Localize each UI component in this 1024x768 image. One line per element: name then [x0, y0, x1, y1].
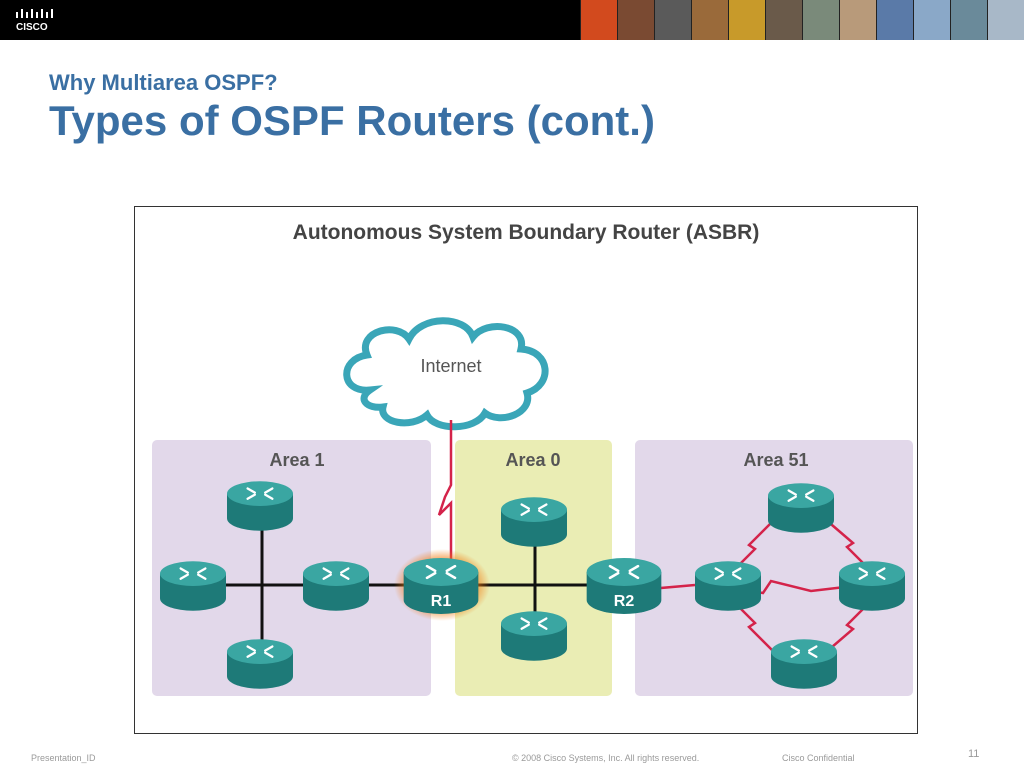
cisco-logo: CISCO: [16, 9, 53, 33]
router-icon: [160, 561, 226, 611]
router-icon: [227, 639, 293, 689]
area-51-label: Area 51: [743, 450, 808, 470]
serial-link-internet-r1: [437, 420, 453, 565]
router-icon: [695, 561, 761, 611]
router-icon: [501, 497, 567, 547]
router-icon: [839, 561, 905, 611]
page-number: 11: [968, 748, 980, 760]
internet-label: Internet: [420, 356, 481, 376]
area-51-region: [635, 440, 913, 696]
router-icon: [768, 483, 834, 533]
router-icon: [501, 611, 567, 661]
internet-cloud-icon: [343, 317, 549, 431]
diagram-heading: Autonomous System Boundary Router (ASBR): [293, 221, 760, 244]
router-icon: [771, 639, 837, 689]
slide-title: Types of OSPF Routers (cont.): [49, 97, 655, 144]
router-icon: [227, 481, 293, 531]
area-1-label: Area 1: [269, 450, 324, 470]
footer-presentation-id: Presentation_ID: [31, 753, 96, 763]
router-r2-label: R2: [614, 593, 635, 610]
slide-subtitle: Why Multiarea OSPF?: [49, 70, 278, 95]
header-photo-strip: [580, 0, 1024, 40]
header-bar: CISCO: [0, 0, 1024, 40]
area-1-region: [152, 440, 431, 696]
network-diagram-svg: Autonomous System Boundary Router (ASBR)…: [152, 221, 913, 696]
router-r1-label: R1: [431, 593, 452, 610]
footer-confidential: Cisco Confidential: [782, 753, 855, 763]
asbr-diagram: Autonomous System Boundary Router (ASBR)…: [134, 206, 918, 734]
footer-copyright: © 2008 Cisco Systems, Inc. All rights re…: [512, 753, 700, 763]
logo-text: CISCO: [16, 22, 48, 33]
area-0-label: Area 0: [505, 450, 560, 470]
router-icon: [303, 561, 369, 611]
